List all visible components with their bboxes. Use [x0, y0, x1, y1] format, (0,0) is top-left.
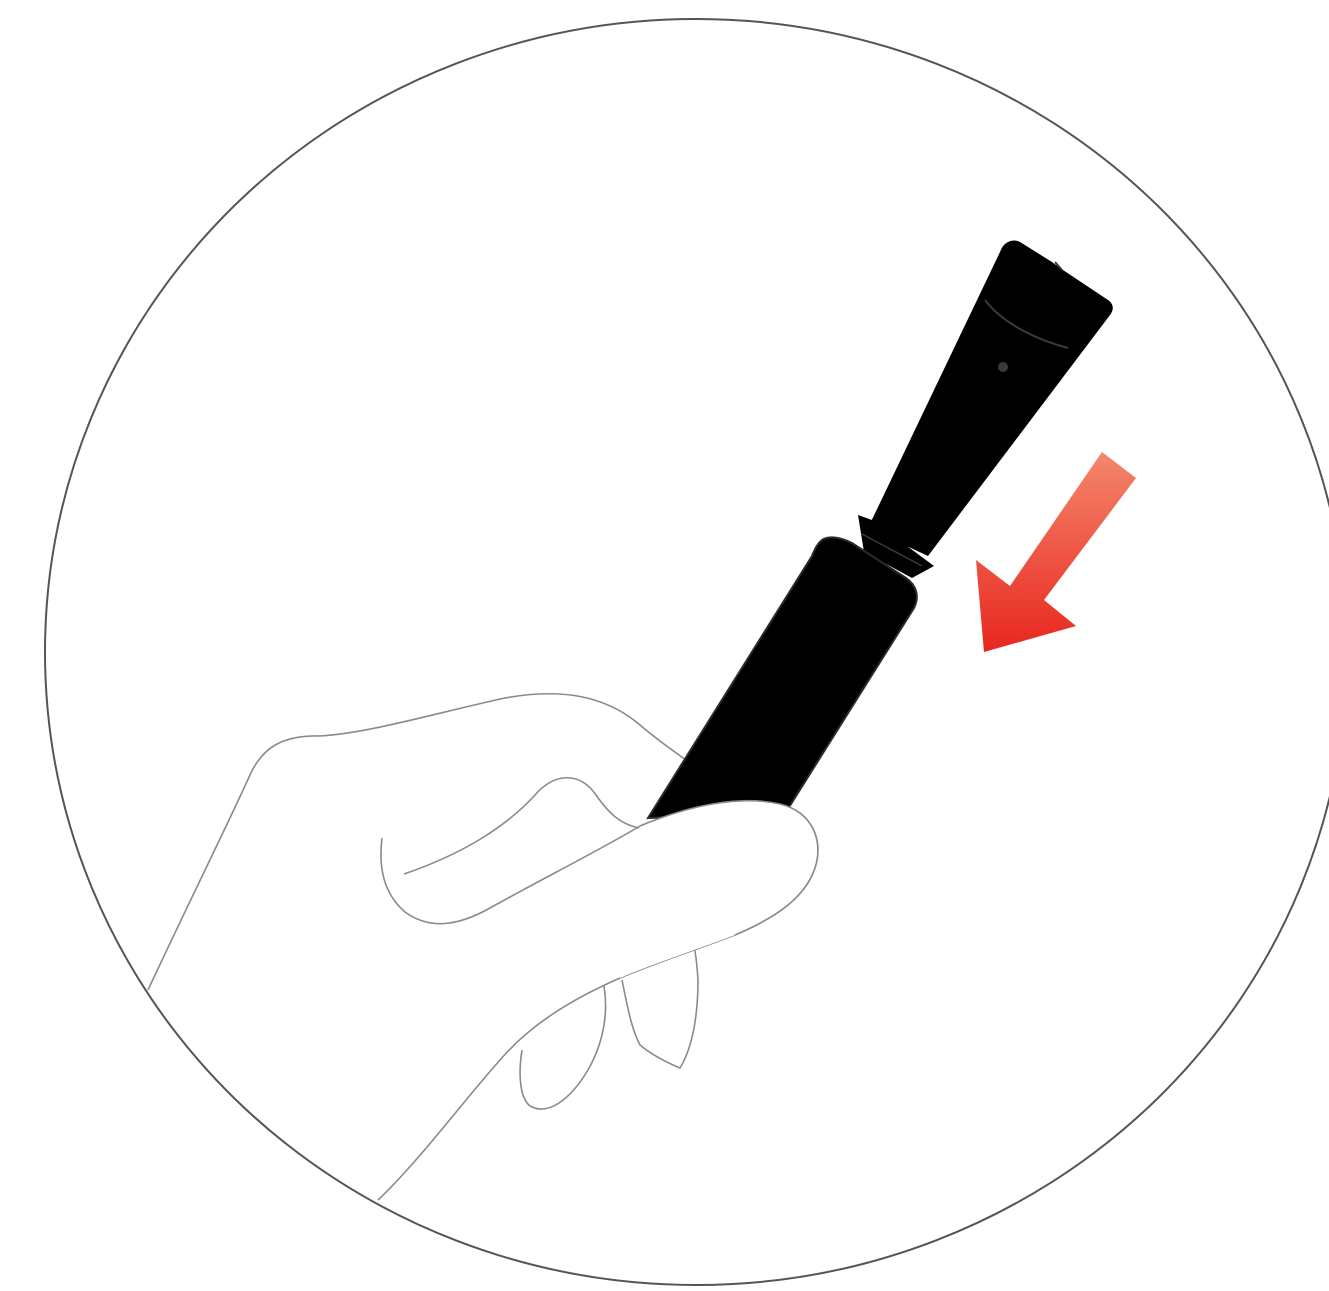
device-body-icon: [648, 537, 917, 818]
thumb-outline-icon: [600, 801, 818, 978]
circle-frame-icon: [45, 19, 1329, 1285]
curled-finger-outline-icon: [404, 778, 640, 874]
direction-arrow-icon: [976, 452, 1136, 652]
hand-outline-icon: [148, 694, 686, 990]
lower-finger-1-outline-icon: [520, 986, 606, 1109]
